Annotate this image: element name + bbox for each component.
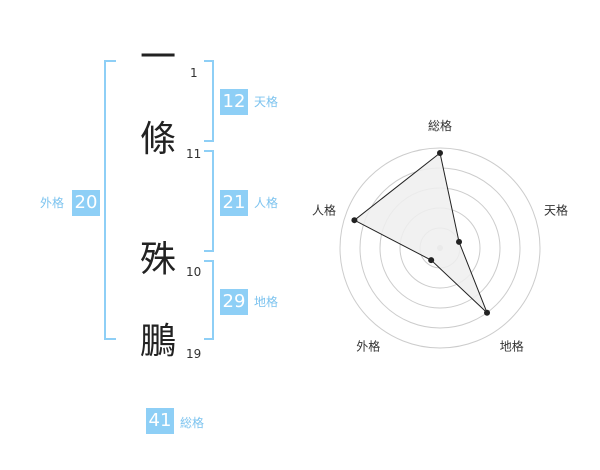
radar-point-4 xyxy=(428,257,435,264)
name-char-2: 條 xyxy=(139,119,176,160)
name-char-1: 一 xyxy=(139,37,176,78)
chikaku-label: 地格 xyxy=(254,295,279,309)
gaikaku-value: 20 xyxy=(72,190,100,216)
stroke-count-4: 19 xyxy=(186,347,202,361)
radar-axis-label-4: 外格 xyxy=(356,339,380,354)
radar-point-3 xyxy=(484,309,491,316)
radar-axis-label-1: 総格 xyxy=(428,118,452,133)
soukaku-label: 総格 xyxy=(180,416,205,430)
jinkaku-bracket xyxy=(204,150,214,252)
radar-axis-label-3: 地格 xyxy=(500,339,524,354)
stroke-count-1: 1 xyxy=(190,66,198,80)
gaikaku-bracket xyxy=(104,60,116,340)
stroke-count-2: 11 xyxy=(186,147,202,161)
tenkaku-value: 12 xyxy=(220,89,248,115)
radar-grid-ring-5 xyxy=(339,147,541,349)
stroke-count-3: 10 xyxy=(186,265,202,279)
radar-axis-label-5: 人格 xyxy=(312,202,336,217)
jinkaku-value: 21 xyxy=(220,190,248,216)
tenkaku-label: 天格 xyxy=(254,95,279,109)
soukaku-value: 41 xyxy=(146,408,174,434)
name-char-3: 殊 xyxy=(139,239,176,280)
radar-point-2 xyxy=(456,238,463,245)
jinkaku-label: 人格 xyxy=(254,196,279,210)
name-char-4: 鵬 xyxy=(139,321,176,362)
gaikaku-label: 外格 xyxy=(40,196,65,210)
chikaku-bracket xyxy=(204,260,214,340)
tenkaku-bracket xyxy=(204,60,214,142)
radar-axis-label-2: 天格 xyxy=(544,202,568,217)
radar-data-polygon xyxy=(353,152,488,314)
radar-point-5 xyxy=(351,217,358,224)
chikaku-value: 29 xyxy=(220,289,248,315)
radar-point-1 xyxy=(437,150,443,156)
